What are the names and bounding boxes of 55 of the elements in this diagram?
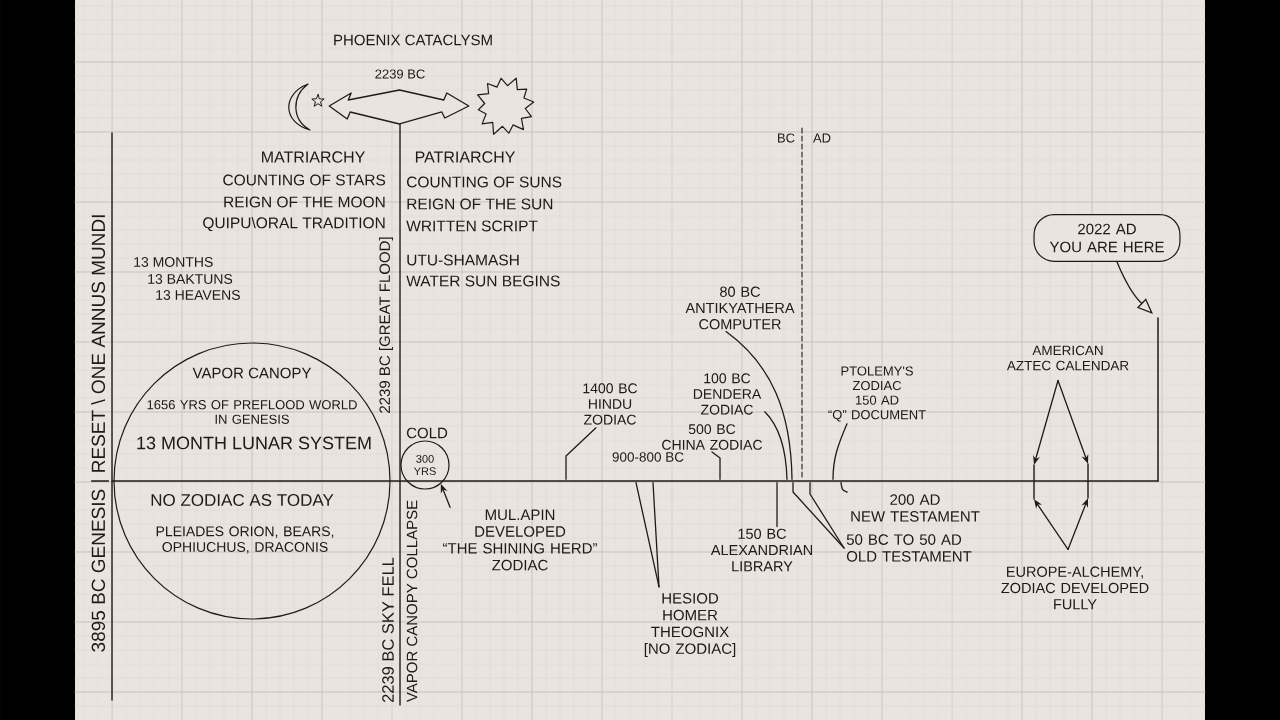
timeline-line: [111, 480, 1159, 482]
event-label: 80 BC ANTIKYATHERA COMPUTER: [685, 286, 795, 330]
note-text: WATER SUN BEGINS: [406, 275, 560, 287]
list-item: REIGN OF THE SUN: [407, 198, 553, 210]
event-label: 1400 BC HINDU ZODIAC: [583, 383, 638, 425]
double-arrow: [328, 89, 470, 125]
heading: VAPOR CANOPY: [192, 367, 312, 379]
speech-bubble: 2022 AD YOU ARE HERE: [1033, 214, 1181, 262]
date-label: 2239 BC: [375, 69, 425, 79]
leader-line: [764, 411, 788, 480]
moon-star-icon: [288, 83, 325, 131]
event-label: AMERICAN AZTEC CALENDAR: [1006, 345, 1129, 371]
leader-line: [776, 482, 778, 528]
event-label: 100 BC DENDERA ZODIAC: [693, 373, 762, 415]
leader-line: [652, 482, 660, 588]
leader-line: [832, 423, 848, 480]
tick-mark: [1087, 463, 1089, 499]
event-label: 200 AD NEW TESTAMENT: [851, 494, 980, 522]
era-label: BC: [778, 133, 795, 143]
leader-line: [809, 482, 845, 549]
heading: COLD: [406, 427, 448, 439]
heading: PHOENIX CATACLYSM: [334, 34, 492, 46]
note-text: 1656 YRS OF PREFLOOD WORLD IN GENESIS: [147, 400, 357, 424]
leader-line: [565, 427, 597, 480]
vertical-label: VAPOR CANOPY COLLAPSE: [406, 500, 418, 703]
sun-icon: [477, 77, 535, 135]
event-label: HESIOD HOMER THEOGNIX [NO ZODIAC]: [644, 593, 736, 657]
list-item: REIGN OF THE MOON: [224, 196, 385, 208]
list-item: 13 MONTHS: [134, 257, 213, 267]
vertical-label: 2239 BC SKY FELL: [382, 557, 394, 703]
leader-line: [792, 482, 845, 549]
event-label: 150 BC ALEXANDRIAN LIBRARY: [710, 528, 812, 572]
list-item: WRITTEN SCRIPT: [406, 220, 538, 232]
note-text: UTU-SHAMASH: [407, 254, 519, 266]
note-text: PLEIADES ORION, BEARS, OPHIUCHUS, DRACONIS: [156, 526, 334, 554]
note-text: NO ZODIAC AS TODAY: [151, 494, 334, 506]
leader-line: [725, 330, 793, 480]
vertical-label: 2239 BC [GREAT FLOOD]: [379, 237, 393, 413]
era-label: AD: [813, 133, 831, 143]
leader-line: [840, 482, 848, 493]
event-label: MUL.APIN DEVELOPED “THE SHINING HERD” ZODIAC: [443, 509, 597, 571]
event-label: 500 BC CHINA ZODIAC: [662, 424, 763, 450]
list-item: QUIPU\ORAL TRADITION: [203, 216, 385, 232]
list-item: COUNTING OF STARS: [223, 174, 386, 186]
event-label: EUROPE-ALCHEMY, ZODIAC DEVELOPED FULLY: [1001, 566, 1149, 610]
list-item: 13 HEAVENS: [156, 290, 240, 300]
event-label: 50 BC TO 50 AD OLD TESTAMENT: [846, 534, 972, 562]
event-label: PTOLEMY'S ZODIAC 150 AD “Q” DOCUMENT: [828, 366, 926, 422]
list-item: 13 BAKTUNS: [148, 274, 233, 284]
callout-arrow: [1116, 261, 1153, 314]
vertical-label: 3895 BC GENESIS | RESET \ ONE ANNUS MUNDI: [91, 215, 109, 652]
list-item: COUNTING OF SUNS: [407, 176, 562, 188]
leader-line: [711, 451, 721, 480]
tick-mark: [1033, 464, 1035, 500]
note-text: 13 MONTH LUNAR SYSTEM: [137, 436, 371, 450]
